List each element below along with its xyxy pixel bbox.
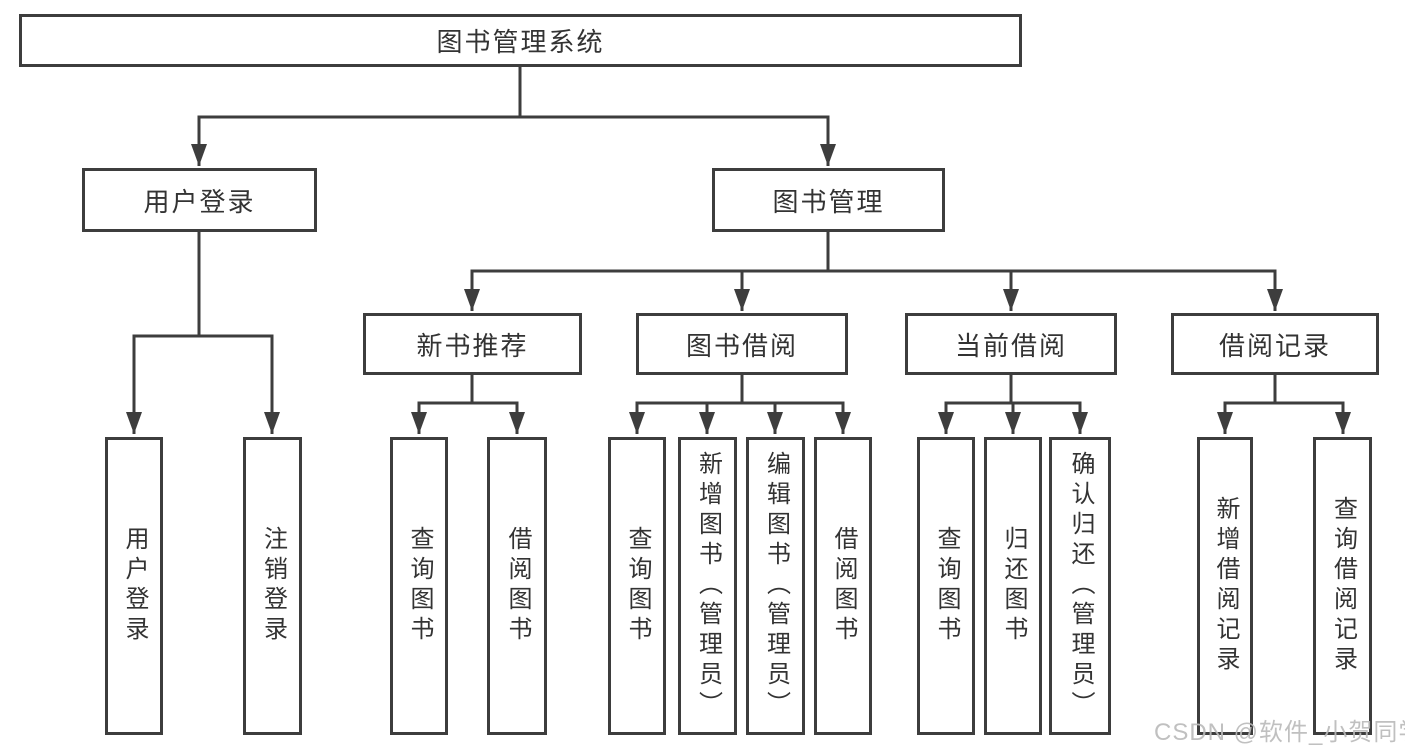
leaf-return-book: 归还图书 bbox=[984, 437, 1042, 735]
user-login-branch bbox=[126, 231, 280, 434]
leaf-confirm-return-admin: 确认归还（管理员） bbox=[1049, 437, 1111, 735]
leaf-query-books-borrow: 查询图书 bbox=[608, 437, 666, 735]
node-label: 当前借阅 bbox=[954, 330, 1067, 361]
node-borrow-records: 借阅记录 bbox=[1171, 313, 1379, 375]
node-user-login: 用户登录 bbox=[82, 168, 317, 232]
node-label: 新增借阅记录 bbox=[1212, 496, 1239, 676]
node-new-book-recommend: 新书推荐 bbox=[363, 313, 582, 375]
node-label: 图书借阅 bbox=[685, 330, 798, 361]
new-book-recommend-branch bbox=[411, 374, 525, 434]
node-label: 归还图书 bbox=[1000, 526, 1027, 646]
node-label: 注销登录 bbox=[259, 526, 287, 646]
node-label: 用户登录 bbox=[143, 186, 256, 217]
leaf-borrow-books: 借阅图书 bbox=[814, 437, 872, 735]
leaf-user-login: 用户登录 bbox=[105, 437, 163, 735]
book-borrow-branch bbox=[629, 374, 851, 434]
node-current-borrow: 当前借阅 bbox=[905, 313, 1117, 375]
book-management-branch bbox=[464, 231, 1283, 311]
node-book-management: 图书管理 bbox=[712, 168, 945, 232]
node-label: 新书推荐 bbox=[416, 330, 529, 361]
node-label: 图书管理系统 bbox=[436, 27, 605, 57]
leaf-query-borrow-record: 查询借阅记录 bbox=[1313, 437, 1372, 735]
current-borrow-branch bbox=[938, 374, 1088, 434]
leaf-add-book-admin: 新增图书（管理员） bbox=[678, 437, 737, 735]
node-label: 查询借阅记录 bbox=[1329, 496, 1357, 676]
node-label: 借阅图书 bbox=[504, 526, 531, 646]
borrow-records-branch bbox=[1217, 374, 1351, 434]
node-book-borrow: 图书借阅 bbox=[636, 313, 848, 375]
node-label: 确认归还（管理员） bbox=[1067, 451, 1094, 721]
leaf-query-books-current: 查询图书 bbox=[917, 437, 975, 735]
leaf-add-borrow-record: 新增借阅记录 bbox=[1197, 437, 1253, 735]
node-label: 查询图书 bbox=[624, 526, 651, 646]
node-label: 查询图书 bbox=[933, 526, 960, 646]
node-label: 查询图书 bbox=[406, 526, 433, 646]
leaf-borrow-books-recommend: 借阅图书 bbox=[487, 437, 547, 735]
root-branch bbox=[191, 66, 836, 166]
node-label: 编辑图书（管理员） bbox=[762, 451, 790, 721]
node-label: 新增图书（管理员） bbox=[694, 451, 722, 721]
node-label: 借阅图书 bbox=[830, 526, 857, 646]
node-label: 借阅记录 bbox=[1218, 330, 1331, 361]
node-label: 图书管理 bbox=[772, 186, 885, 217]
leaf-query-books-recommend: 查询图书 bbox=[390, 437, 448, 735]
csdn-watermark: CSDN @软件_小贺同学 bbox=[1154, 719, 1405, 746]
node-root-system: 图书管理系统 bbox=[19, 14, 1022, 67]
leaf-logout-login: 注销登录 bbox=[243, 437, 302, 735]
leaf-edit-book-admin: 编辑图书（管理员） bbox=[746, 437, 805, 735]
node-label: 用户登录 bbox=[121, 526, 148, 646]
